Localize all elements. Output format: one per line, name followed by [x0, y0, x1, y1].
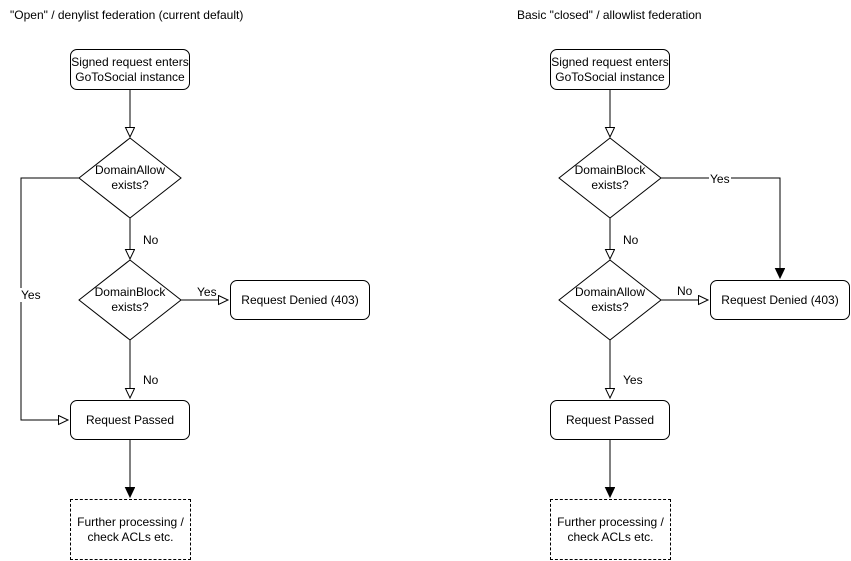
left-chart-title: "Open" / denylist federation (current de… [10, 8, 244, 22]
right-passed-node: Request Passed [550, 400, 670, 440]
right-decision1-label: DomainBlock exists? [574, 163, 646, 192]
right-label-decision2-yes: Yes [622, 373, 644, 387]
right-decision1-shape [558, 137, 662, 219]
left-label-decision2-no: No [142, 373, 160, 387]
right-edge-decision1-yes-to-denied [661, 177, 780, 278]
left-label-decision1-yes: Yes [20, 288, 42, 302]
left-decision2-shape [78, 259, 182, 341]
right-further-node: Further processing / check ACLs etc. [550, 499, 671, 560]
left-label-decision1-no: No [142, 233, 160, 247]
right-decision2-shape [558, 259, 662, 341]
right-label-decision1-no: No [622, 233, 640, 247]
left-passed-node: Request Passed [70, 400, 190, 440]
right-decision2-label: DomainAllow exists? [574, 285, 646, 314]
left-decision1-shape [78, 137, 182, 219]
right-label-decision2-no: No [676, 284, 694, 298]
right-label-decision1-yes: Yes [709, 172, 731, 186]
left-further-node: Further processing / check ACLs etc. [70, 499, 191, 560]
right-start-node: Signed request enters GoToSocial instanc… [550, 49, 670, 90]
left-decision2-label: DomainBlock exists? [94, 285, 166, 314]
left-denied-node: Request Denied (403) [230, 280, 370, 320]
left-label-decision2-yes: Yes [196, 285, 218, 299]
right-chart-title: Basic "closed" / allowlist federation [517, 8, 702, 22]
left-start-node: Signed request enters GoToSocial instanc… [70, 49, 190, 90]
right-denied-node: Request Denied (403) [710, 280, 850, 320]
left-decision1-label: DomainAllow exists? [94, 163, 166, 192]
